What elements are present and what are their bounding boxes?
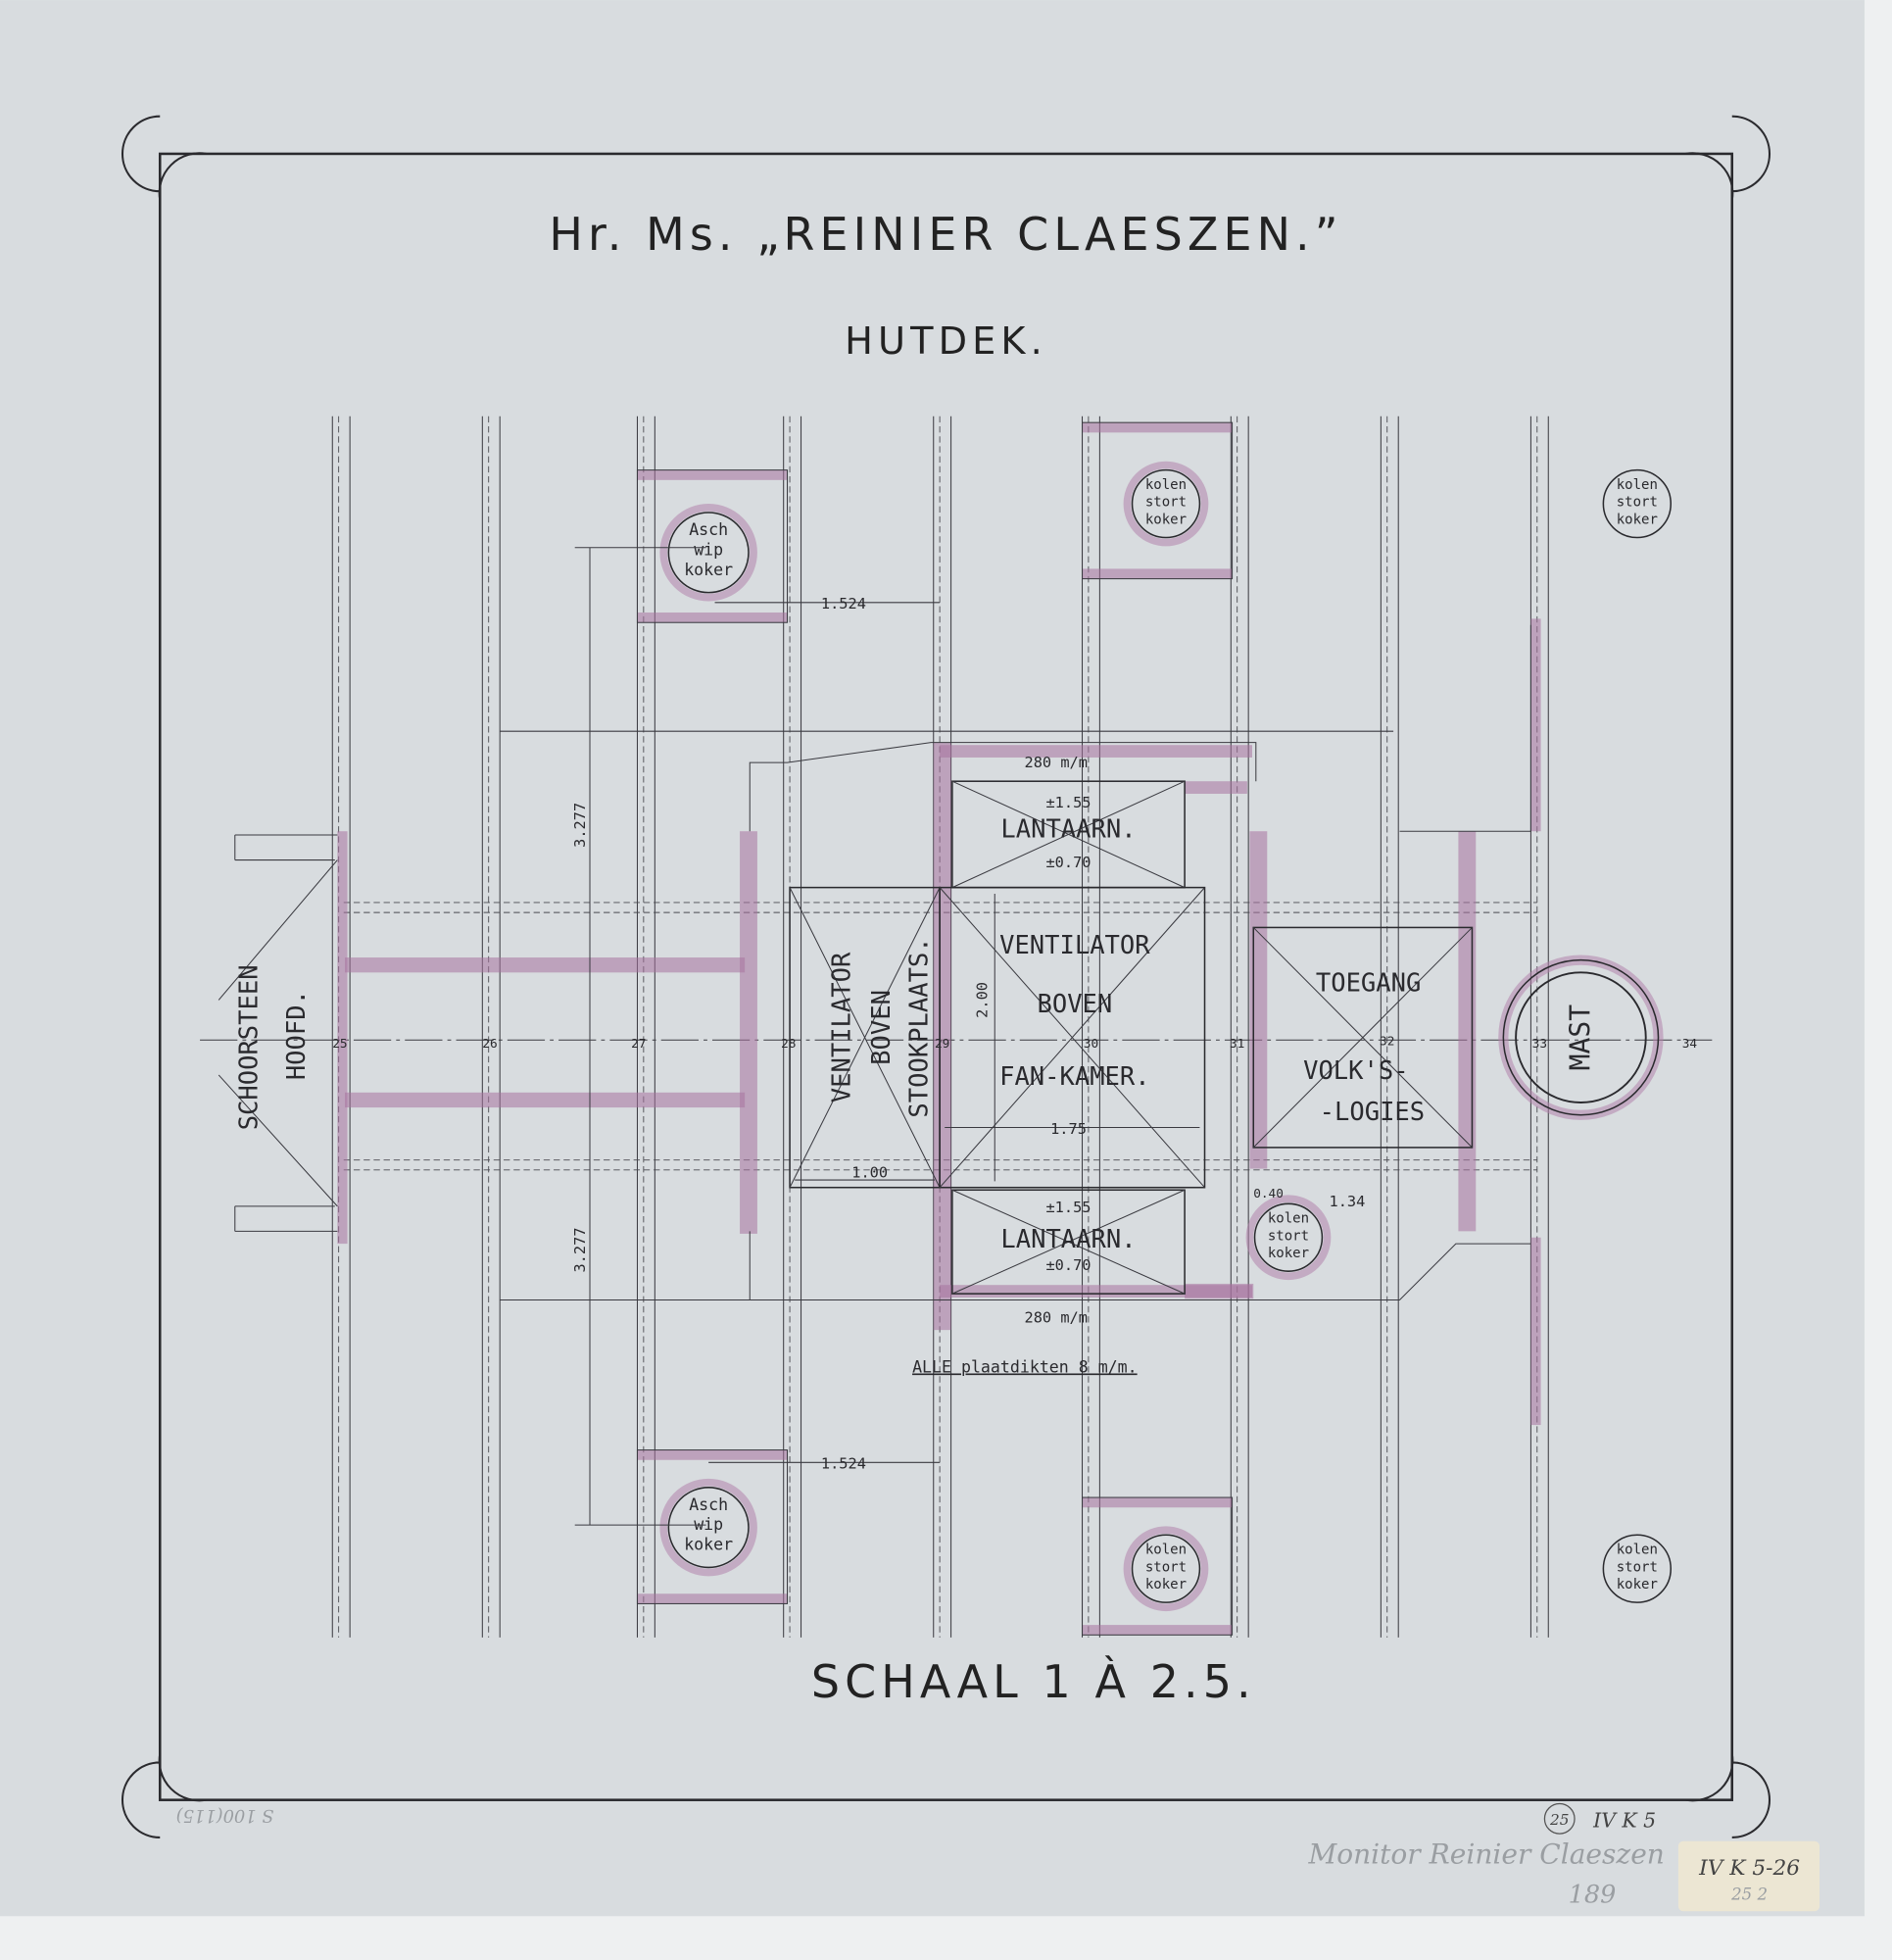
archive-label [1677, 1840, 1820, 1912]
drawing-title: Hr. Ms. „REINIER CLAESZEN.” [549, 208, 1342, 261]
archive-code-pencil: IV K 5 [1592, 1809, 1656, 1833]
duct-label: koker [1145, 512, 1187, 527]
duct-label: stort [1145, 1559, 1187, 1575]
frame-lines [331, 416, 1549, 1638]
label-fan-2: BOVEN [1037, 990, 1112, 1019]
dim-155-bottom: ±1.55 [1045, 1199, 1091, 1216]
duct-label: kolen [1268, 1210, 1309, 1226]
duct-label: koker [1268, 1246, 1309, 1261]
dim-280-bottom: 280 m/m [1025, 1308, 1088, 1326]
room-fan-kamer: VENTILATOR BOVEN FAN-KAMER. 2.00 1.75 [939, 886, 1206, 1189]
mast: MAST [1498, 955, 1664, 1120]
dim-100: 1.00 [851, 1164, 888, 1182]
frame-number: 26 [482, 1037, 497, 1052]
frame-numbers: 25 26 27 28 29 30 31 32 33 34 [332, 1034, 1697, 1052]
label-vent-stook-1: VENTILATOR [827, 952, 856, 1102]
duct-label: kolen [1617, 477, 1658, 493]
duct-label: Asch [689, 520, 728, 539]
dim-070-bottom: ±0.70 [1045, 1256, 1091, 1274]
dim-200: 2.00 [974, 982, 992, 1018]
duct-label: koker [684, 1536, 733, 1554]
duct-label: koker [1617, 1577, 1658, 1592]
frame-number: 27 [631, 1037, 646, 1052]
frame-number: 31 [1230, 1037, 1244, 1052]
label-toegang-1: TOEGANG [1316, 968, 1421, 998]
archive-annotations: 25 IV K 5 Monitor Reinier Claeszen 189 I… [176, 1802, 1820, 1912]
duct-label: stort [1268, 1228, 1309, 1244]
duct-label: kolen [1617, 1542, 1658, 1557]
duct-kolen-4: kolen stort koker [1123, 1526, 1209, 1612]
drawing-subtitle: HUTDEK. [845, 319, 1047, 364]
dim-175: 1.75 [1050, 1120, 1087, 1138]
pencil-year: 189 [1569, 1880, 1617, 1909]
duct-label: stort [1145, 495, 1187, 511]
label-vent-stook-3: STOOKPLAATS. [904, 937, 934, 1117]
label-fan-3: FAN-KAMER. [999, 1062, 1150, 1092]
frame-number: 32 [1380, 1034, 1394, 1049]
room-ventilator-stookplaats: VENTILATOR BOVEN STOOKPLAATS. 1.00 [789, 886, 941, 1189]
duct-label: stort [1617, 495, 1658, 511]
dimension-lines: 1.524 1.524 3.277 3.277 [571, 547, 941, 1526]
room-toegang-volkslogies: TOEGANG VOLK'S- -LOGIES [1252, 926, 1474, 1149]
duct-kolen-2: kolen stort koker [1602, 468, 1673, 539]
dim-3277-bottom: 3.277 [571, 1227, 589, 1272]
frame-number: 25 [332, 1037, 347, 1052]
label-lantaarn-top: LANTAARN. [1000, 815, 1136, 845]
drawing-border [158, 152, 1734, 1801]
dim-134: 1.34 [1329, 1193, 1365, 1210]
archive-label-sub: 25 2 [1730, 1886, 1768, 1904]
frame-number: 28 [781, 1037, 796, 1052]
label-fan-1: VENTILATOR [999, 931, 1150, 960]
dim-1524-bottom: 1.524 [821, 1455, 866, 1473]
label-toegang-2: VOLK'S- [1303, 1056, 1408, 1086]
left-stamp: S 100(115) [176, 1805, 274, 1826]
room-lantaarn-bottom: LANTAARN. ±1.55 ±0.70 280 m/m [951, 1189, 1186, 1326]
duct-asch-top: Asch wip koker [659, 504, 757, 602]
corner-ornaments [121, 115, 1771, 1838]
dim-040: 0.40 [1253, 1187, 1284, 1201]
duct-label: koker [684, 561, 733, 579]
label-toegang-3: -LOGIES [1320, 1098, 1425, 1127]
label-mast: MAST [1564, 1004, 1596, 1071]
archive-label-main: IV K 5-26 [1698, 1856, 1800, 1881]
duct-kolen-3: kolen stort koker 0.40 1.34 [1245, 1187, 1365, 1281]
duct-kolen-1: kolen stort koker [1123, 461, 1209, 547]
frame-number: 29 [935, 1037, 949, 1052]
duct-label: Asch [689, 1495, 728, 1514]
schoorsteen-hoofd: SCHOORSTEEN HOOFD. [218, 834, 338, 1232]
dim-070-top: ±0.70 [1045, 854, 1091, 871]
circled-number: 25 [1549, 1811, 1569, 1829]
room-lantaarn-top: LANTAARN. ±1.55 ±0.70 280 m/m [951, 754, 1186, 889]
duct-label: kolen [1145, 477, 1187, 493]
dim-3277-top: 3.277 [571, 803, 589, 848]
duct-kolen-5: kolen stort koker [1602, 1534, 1673, 1603]
duct-asch-bottom: Asch wip koker [659, 1478, 757, 1577]
label-lantaarn-bottom: LANTAARN. [1000, 1225, 1136, 1254]
frame-number: 30 [1084, 1037, 1098, 1052]
label-vent-stook-2: BOVEN [867, 990, 897, 1065]
frame-number: 34 [1682, 1037, 1698, 1052]
duct-label: stort [1617, 1559, 1658, 1575]
dim-1524-top: 1.524 [821, 595, 866, 612]
paper [0, 0, 1865, 1917]
duct-label: kolen [1145, 1542, 1187, 1557]
pencil-note: Monitor Reinier Claeszen [1308, 1838, 1665, 1871]
duct-label: wip [694, 540, 723, 559]
plate-thickness-note: ALLE plaatdikten 8 m/m. [912, 1357, 1138, 1376]
scale-label: SCHAAL 1 À 2.5. [811, 1655, 1256, 1708]
duct-label: koker [1145, 1577, 1187, 1592]
label-hoofd: HOOFD. [282, 990, 312, 1080]
dim-155-top: ±1.55 [1045, 794, 1091, 811]
duct-boxes [636, 421, 1531, 1636]
dim-280-top: 280 m/m [1025, 754, 1088, 771]
duct-label: koker [1617, 512, 1658, 527]
label-schoorsteen: SCHOORSTEEN [235, 964, 265, 1130]
duct-label: wip [694, 1515, 723, 1534]
frame-number: 33 [1532, 1037, 1547, 1052]
